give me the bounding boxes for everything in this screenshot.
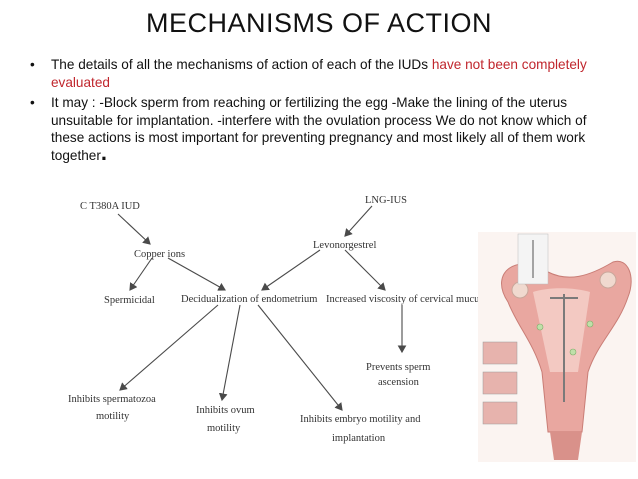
arrow-decid-to-embryo [257, 304, 343, 411]
node-inhibits-ovum-1: Inhibits ovum [196, 405, 255, 416]
arrow-levo-to-decid [261, 249, 321, 291]
bullet-2-text: It may : -Block sperm from reaching or f… [51, 95, 587, 163]
slide-title: MECHANISMS OF ACTION [145, 8, 493, 38]
node-inhibits-ovum-2: motility [207, 423, 241, 434]
bullet-2-period: . [100, 139, 108, 165]
node-inhibits-embryo-1: Inhibits embryo motility and [300, 414, 421, 425]
bullet-1-emphasis: have not been completely evaluated [51, 57, 587, 90]
bullet-item-2: • It may : -Block sperm from reaching or… [30, 94, 610, 164]
arrow-copper-to-decid [167, 257, 226, 291]
uterus-anatomy-illustration [478, 232, 636, 462]
arrow-cu-to-copper [117, 213, 151, 245]
arrow-lng-to-levo [344, 205, 373, 237]
node-prevents-2: ascension [378, 377, 420, 388]
arrow-decid-to-ovum [218, 304, 241, 402]
node-viscosity: Increased viscosity of cervical mucus [326, 294, 483, 305]
arrow-levo-to-viscosity [344, 249, 386, 291]
node-copper-ions: Copper ions [134, 249, 185, 260]
bullet-marker: • [30, 95, 35, 110]
node-prevents-1: Prevents sperm [366, 362, 430, 373]
node-decidualization: Decidualization of endometrium [181, 294, 317, 305]
arrow-decid-to-sperm [119, 304, 219, 391]
node-inhibits-embryo-2: implantation [332, 433, 386, 444]
bullet-1-text: The details of all the mechanisms of act… [51, 57, 432, 72]
node-lng-ius: LNG-IUS [365, 195, 407, 206]
bullet-list: • The details of all the mechanisms of a… [30, 56, 610, 167]
node-cu-iud: C T380A IUD [80, 201, 140, 212]
node-levonorgestrel: Levonorgestrel [313, 240, 376, 251]
node-inhibits-sperm-2: motility [96, 411, 130, 422]
node-spermicidal: Spermicidal [104, 295, 155, 306]
bullet-marker: • [30, 57, 35, 72]
node-inhibits-sperm-1: Inhibits spermatozoa [68, 394, 156, 405]
bullet-item-1: • The details of all the mechanisms of a… [30, 56, 610, 91]
arrow-copper-to-spermicidal [129, 257, 153, 291]
